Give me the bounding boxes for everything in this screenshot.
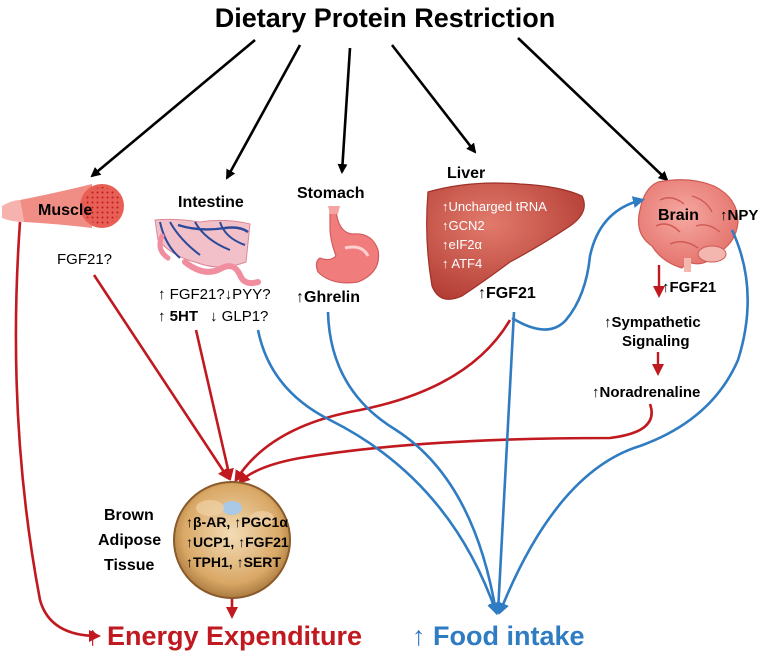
intestine-illustration [154,218,261,287]
bat-marker-1: ↑β-AR, ↑PGC1α [186,514,288,530]
liver-to-brain-arrow [511,196,645,331]
intestine-to-food-arrow [256,329,499,615]
diagram-title: Dietary Protein Restriction [215,3,556,33]
liver-output: ↑FGF21 [478,285,536,302]
brain-noradrenaline: ↑Noradrenaline [592,384,700,401]
bat-label: Brown Adipose Tissue [98,507,161,574]
bat-marker-2: ↑UCP1, ↑FGF21 [186,534,289,550]
liver-markers: ↑Uncharged tRNA ↑GCN2 ↑eIF2α ↑ ATF4 [442,199,547,271]
stomach-label: Stomach [297,185,365,202]
bat-illustration [173,481,291,599]
arrow-to-muscle [90,39,256,178]
arrow-to-stomach [337,47,352,174]
bat-label-line3: Tissue [104,557,155,574]
brain-npy: ↑NPY [720,207,758,224]
energy-expenditure-label: ↑ Energy Expenditure [86,621,362,651]
liver-label: Liver [447,165,485,182]
liver-marker-3: ↑eIF2α [442,237,483,252]
blue-arrows [256,196,749,615]
intestine-label: Intestine [178,194,244,211]
brain-cascade-arrows [652,265,665,376]
intestine-to-bat-arrow [194,329,234,481]
stomach-illustration [315,206,380,284]
muscle-illustration [2,184,124,228]
muscle-label: Muscle [38,202,92,219]
stomach-signal: ↑Ghrelin [296,289,360,306]
brain-sympathetic-line1: ↑Sympathetic [604,314,701,331]
arrow-to-liver [390,44,477,154]
arrow-to-intestine [225,44,302,180]
bat-label-line1: Brown [104,507,154,524]
liver-marker-4: ↑ ATF4 [442,256,482,271]
brain-label: Brain [658,207,699,224]
liver-illustration [426,182,585,300]
liver-marker-1: ↑Uncharged tRNA [442,199,547,214]
brain-sympathetic-line2: Signaling [622,333,690,350]
arrow-to-brain [517,37,669,182]
food-intake-label: ↑ Food intake [412,621,585,651]
red-arrows [14,221,653,642]
liver-marker-2: ↑GCN2 [442,218,485,233]
brain-to-food-arrow [497,229,749,615]
liver-to-bat-arrow [234,319,512,483]
intestine-signal-line1: ↑ FGF21?↓PYY? [158,286,271,303]
brain-illustration [637,179,739,272]
title-arrows [90,37,669,182]
noradrenaline-to-bat-arrow [237,403,653,485]
muscle-signal: FGF21? [57,251,112,268]
stomach-to-food-arrow [326,311,501,615]
bat-marker-3: ↑TPH1, ↑SERT [186,554,281,570]
liver-to-food-arrow [492,311,516,615]
bat-label-line2: Adipose [98,532,161,549]
brain-fgf21: ↑FGF21 [662,279,716,296]
intestine-signal-line2: ↑ 5HT↓ GLP1? [158,308,268,325]
muscle-to-bat-arrow [92,274,230,481]
muscle-to-energy-arrow [14,221,101,642]
bat-markers: ↑β-AR, ↑PGC1α ↑UCP1, ↑FGF21 ↑TPH1, ↑SERT [186,514,289,570]
